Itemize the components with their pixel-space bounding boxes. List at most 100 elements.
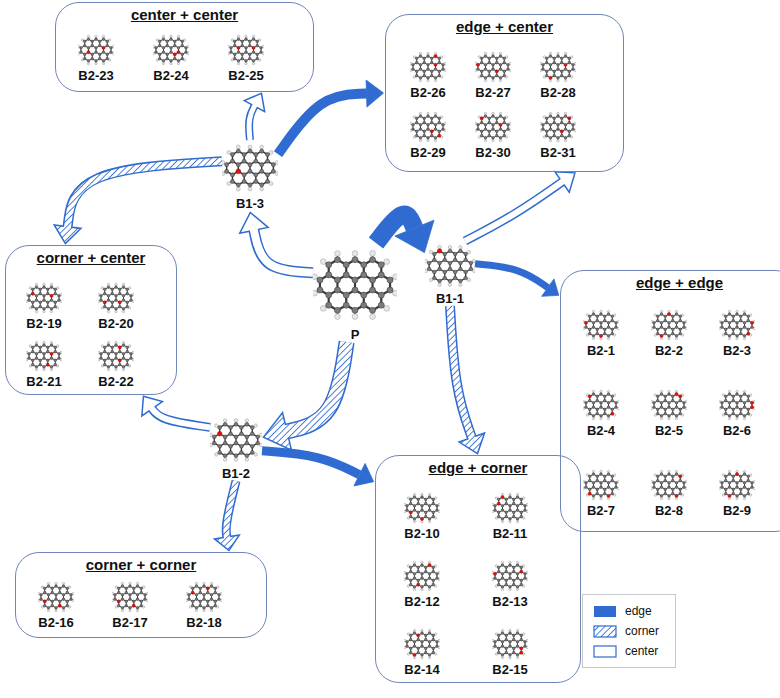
carbon-atom: [87, 60, 90, 63]
arrow-body: [475, 264, 548, 288]
boron-atom: [102, 46, 105, 49]
hydrogen-atom: [484, 52, 486, 54]
carbon-atom: [668, 322, 671, 325]
hydrogen-atom: [505, 76, 507, 78]
hydrogen-atom: [419, 52, 421, 54]
carbon-atom: [158, 57, 161, 60]
carbon-atom: [453, 276, 457, 280]
carbon-atom: [260, 149, 264, 153]
carbon-atom: [158, 40, 161, 43]
carbon-atom: [549, 55, 552, 58]
hydrogen-atom: [505, 56, 507, 58]
molecule-node: B2-25: [227, 32, 264, 83]
carbon-atom: [166, 44, 169, 47]
hydrogen-atom: [122, 341, 124, 343]
carbon-atom: [607, 322, 610, 325]
carbon-atom: [430, 117, 433, 120]
carbon-atom: [560, 61, 563, 64]
carbon-atom: [91, 53, 94, 56]
carbon-atom: [484, 77, 487, 80]
hydrogen-atom: [681, 314, 683, 316]
carbon-atom: [419, 137, 422, 140]
hydrogen-atom: [654, 314, 656, 316]
hydrogen-atom: [384, 259, 390, 265]
arrow-fill: [254, 228, 313, 272]
carbon-atom: [58, 295, 61, 298]
hydrogen-atom: [736, 310, 738, 312]
carbon-atom: [553, 57, 556, 60]
molecule-node: B2-22: [97, 338, 134, 389]
carbon-atom: [434, 68, 437, 71]
carbon-atom: [492, 128, 495, 131]
carbon-atom: [173, 57, 176, 60]
carbon-atom: [106, 44, 109, 47]
boron-atom: [499, 123, 502, 126]
carbon-atom: [387, 277, 393, 283]
carbon-atom: [248, 149, 252, 153]
carbon-atom: [495, 61, 498, 64]
carbon-atom: [503, 70, 506, 73]
carbon-atom: [683, 322, 686, 325]
carbon-atom: [560, 121, 563, 124]
carbon-atom: [110, 47, 113, 50]
carbon-atom: [54, 292, 57, 295]
carbon-atom: [245, 60, 248, 63]
hydrogen-atom: [29, 365, 31, 367]
carbon-atom: [507, 124, 510, 127]
carbon-atom: [603, 319, 606, 322]
carbon-atom: [58, 357, 61, 360]
carbon-atom: [592, 335, 595, 338]
carbon-atom: [46, 292, 49, 295]
carbon-atom: [592, 326, 595, 329]
carbon-atom: [158, 44, 161, 47]
carbon-atom: [480, 74, 483, 77]
carbon-atom: [98, 40, 101, 43]
carbon-atom: [448, 267, 452, 271]
hydrogen-atom: [393, 274, 397, 280]
carbon-atom: [560, 74, 563, 77]
carbon-atom: [233, 44, 236, 47]
carbon-atom: [225, 163, 229, 167]
carbon-atom: [568, 74, 571, 77]
boron-atom: [480, 117, 483, 120]
hydrogen-atom: [557, 79, 559, 81]
carbon-atom: [46, 346, 49, 349]
carbon-atom: [664, 319, 667, 322]
carbon-atom: [507, 128, 510, 131]
hydrogen-atom: [320, 259, 326, 265]
carbon-atom: [503, 61, 506, 64]
carbon-atom: [503, 74, 506, 77]
reaction-arrow: [376, 215, 434, 253]
carbon-atom: [564, 128, 567, 131]
carbon-atom: [557, 68, 560, 71]
carbon-atom: [35, 344, 38, 347]
carbon-atom: [545, 130, 548, 133]
carbon-atom: [568, 130, 571, 133]
carbon-atom: [427, 261, 431, 265]
molecule-drawing: [78, 32, 114, 68]
hydrogen-atom: [393, 290, 397, 296]
hydrogen-atom: [170, 62, 172, 64]
carbon-atom: [130, 353, 133, 356]
carbon-atom: [545, 121, 548, 124]
carbon-atom: [603, 328, 606, 331]
carbon-atom: [256, 40, 259, 43]
reaction-arrow: [475, 264, 559, 297]
carbon-atom: [572, 64, 575, 67]
molecule-drawing: [26, 280, 62, 316]
hydrogen-atom: [613, 314, 615, 316]
carbon-atom: [166, 57, 169, 60]
carbon-atom: [43, 357, 46, 360]
hydrogen-atom: [258, 59, 260, 61]
carbon-atom: [596, 319, 599, 322]
carbon-atom: [564, 124, 567, 127]
carbon-atom: [412, 68, 415, 71]
carbon-atom: [103, 363, 106, 366]
carbon-atom: [83, 44, 86, 47]
molecule-label: B2-28: [539, 85, 576, 100]
carbon-atom: [488, 117, 491, 120]
legend-swatch: [594, 606, 616, 617]
hydrogen-atom: [115, 341, 117, 343]
carbon-atom: [442, 64, 445, 67]
carbon-atom: [46, 288, 49, 291]
